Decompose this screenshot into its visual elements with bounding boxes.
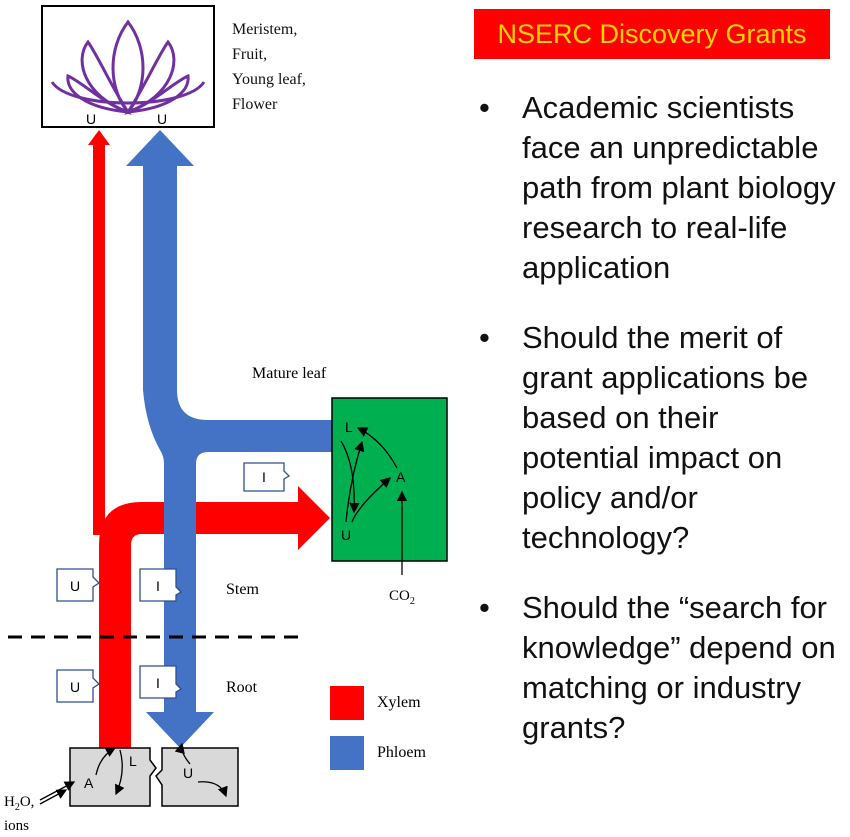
bullet-text: Academic scientists face an unpredictabl… xyxy=(522,90,836,285)
svg-text:I: I xyxy=(156,578,160,594)
leaf-L: L xyxy=(345,419,353,435)
legend-xylem-swatch xyxy=(330,686,364,720)
root-flow-arrows xyxy=(39,742,228,805)
callout-root-U: U xyxy=(56,669,101,703)
root-A: A xyxy=(84,775,94,791)
callout-root-I: I xyxy=(139,665,183,699)
callout-stem-U: U xyxy=(56,568,101,602)
svg-text:I: I xyxy=(156,675,160,691)
svg-text:U: U xyxy=(70,578,80,594)
bullet-item: • Should the merit of grant applications… xyxy=(474,318,844,558)
sink-label: Meristem, Fruit, Young leaf, Flower xyxy=(232,21,310,113)
sink-uptake-left: U xyxy=(86,111,96,127)
sink-label-line: Meristem, xyxy=(232,21,297,38)
sink-label-line: Fruit, xyxy=(232,46,267,63)
co2-label: CO2 xyxy=(389,588,415,607)
sink-label-line: Flower xyxy=(232,96,278,113)
bullet-item: • Should the “search for knowledge” depe… xyxy=(474,588,844,748)
legend-xylem-label: Xylem xyxy=(377,694,421,711)
bullet-list: • Academic scientists face an unpredicta… xyxy=(474,88,844,778)
bullet-text: Should the merit of grant applications b… xyxy=(522,320,809,555)
root-label: Root xyxy=(226,679,258,696)
plant-transport-diagram: U U Meristem, Fruit, Young leaf, Flower … xyxy=(4,5,448,834)
title-banner: NSERC Discovery Grants xyxy=(474,9,830,59)
lotus-flower-icon xyxy=(50,19,206,115)
bullet-text: Should the “search for knowledge” depend… xyxy=(522,590,836,745)
svg-text:I: I xyxy=(262,469,266,485)
leaf-A: A xyxy=(396,469,406,485)
callout-stem-I: I xyxy=(139,568,183,602)
root-U: U xyxy=(183,765,193,781)
sink-label-line: Young leaf, xyxy=(232,71,306,88)
callout-leaf-I: I xyxy=(243,462,291,492)
root-L: L xyxy=(129,753,137,769)
sink-box xyxy=(41,5,215,128)
stem-label: Stem xyxy=(226,581,259,598)
legend-phloem-swatch xyxy=(330,736,364,770)
leaf-U: U xyxy=(341,527,351,543)
bullet-symbol: • xyxy=(479,590,490,625)
bullet-item: • Academic scientists face an unpredicta… xyxy=(474,88,844,288)
phloem-arrow xyxy=(126,130,333,748)
ions-label: ions xyxy=(4,818,29,834)
water-label: H2O, xyxy=(4,794,34,813)
xylem-horizontal-arrow xyxy=(99,486,330,748)
bullet-symbol: • xyxy=(479,320,490,355)
legend-phloem-label: Phloem xyxy=(377,744,426,761)
mature-leaf-label: Mature leaf xyxy=(252,365,327,382)
leaf-flow-arrows xyxy=(340,427,408,575)
sink-uptake-right: U xyxy=(157,111,167,127)
xylem-vertical-arrow xyxy=(88,130,110,535)
bullet-symbol: • xyxy=(479,90,490,125)
svg-text:U: U xyxy=(70,679,80,695)
root-cells xyxy=(69,747,239,807)
